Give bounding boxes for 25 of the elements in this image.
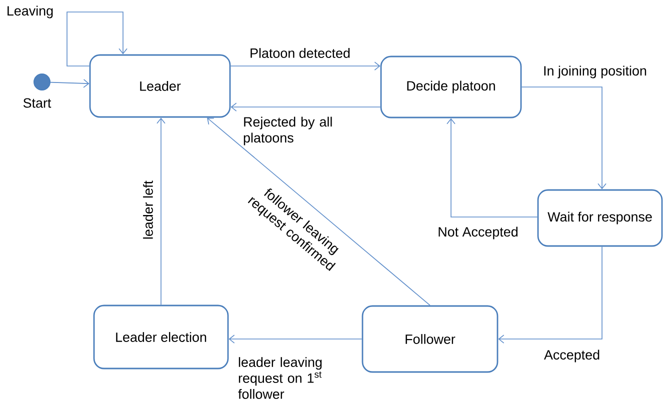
edge-label: Rejected by all platoons (244, 116, 332, 146)
arrow (66, 12, 128, 66)
edge-label: In joining position (544, 66, 646, 78)
state-box: Leader (89, 54, 231, 118)
arrow (521, 86, 606, 190)
edge-label: leader leaving request on 1$^{st}$ follower (238, 357, 322, 399)
arrow (156, 118, 166, 306)
arrow (50, 79, 90, 88)
edge-label: Platoon detected (250, 48, 350, 58)
arrow (498, 246, 602, 344)
arrow (207, 118, 430, 306)
state-box: Follower (362, 305, 498, 373)
edge-label: leader left (143, 180, 153, 239)
state-caption: Start (23, 98, 52, 108)
start-dot (34, 74, 50, 90)
edge-label: Leaving (8, 6, 53, 18)
state-box: Leader election (93, 304, 229, 370)
arrow (228, 334, 362, 344)
state-box: Wait for response (537, 189, 663, 247)
arrow (230, 102, 381, 112)
edge-label: Not Accepted (438, 226, 518, 240)
arrow (230, 62, 380, 70)
state-box: Decide platoon (380, 56, 522, 118)
edge-label: Accepted (544, 350, 600, 362)
arrow (446, 118, 538, 218)
